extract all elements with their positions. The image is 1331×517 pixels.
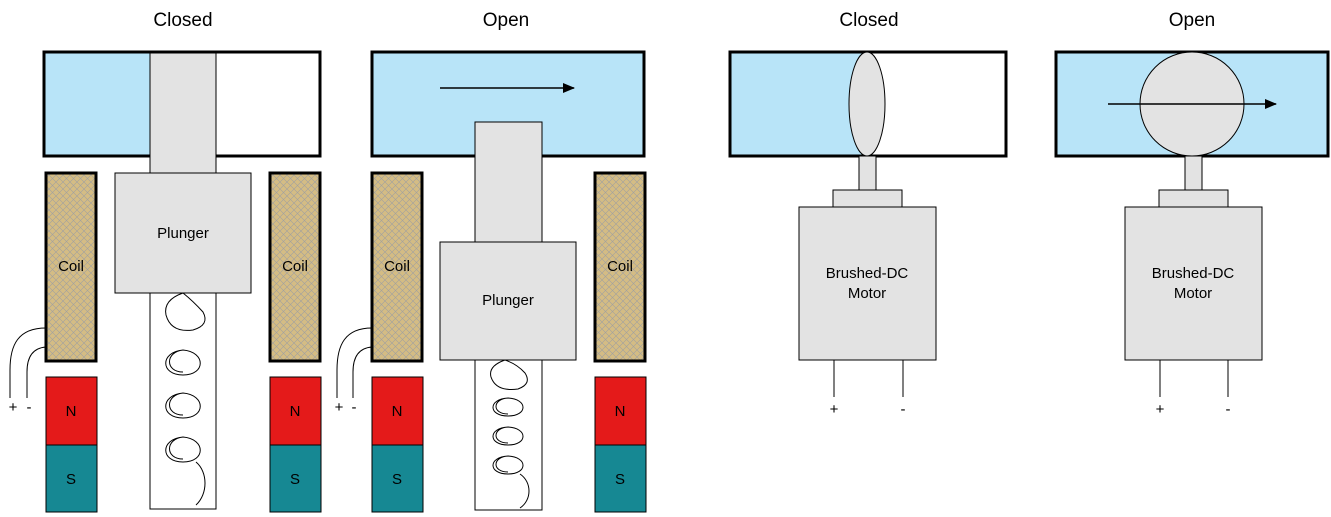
magnet-north xyxy=(594,376,647,446)
magnet-south xyxy=(371,444,424,513)
magnet-right: N S xyxy=(594,376,647,513)
motor-coupling xyxy=(832,189,903,208)
pipe-fluid-left xyxy=(44,52,150,156)
valve-disc-closed xyxy=(848,51,886,157)
plunger-label: Plunger xyxy=(157,225,209,242)
plus-terminal-label: + xyxy=(9,399,18,416)
spring-housing xyxy=(149,292,217,510)
coil-right: Coil xyxy=(593,171,647,363)
solenoid-open-panel: Open Plunger Coil + - xyxy=(335,10,647,513)
motor-open-title: Open xyxy=(1169,10,1215,31)
plunger-head xyxy=(114,172,252,294)
coil-label: Coil xyxy=(384,258,410,275)
magnet-north xyxy=(45,376,98,446)
plunger: Plunger xyxy=(439,121,577,361)
plunger-label: Plunger xyxy=(482,292,534,309)
motor-closed-panel: Closed Brushed-DC Motor + - xyxy=(728,10,1008,418)
plunger: Plunger xyxy=(114,52,252,294)
spring-coil-2 xyxy=(165,349,201,376)
spring-housing xyxy=(474,359,543,511)
coil-label: Coil xyxy=(282,258,308,275)
magnet-left: N S xyxy=(45,376,98,513)
magnet-right: N S xyxy=(269,376,322,513)
spring-tail xyxy=(195,461,206,506)
minus-terminal-label: - xyxy=(901,401,906,418)
minus-terminal-label: - xyxy=(352,399,357,416)
motor-closed-title: Closed xyxy=(839,10,898,31)
spring-tube xyxy=(474,359,543,511)
valve-shaft xyxy=(858,155,877,191)
plus-terminal-label: + xyxy=(1156,401,1165,418)
spring-tube xyxy=(149,292,217,510)
spring-coil-4 xyxy=(165,436,201,463)
motor-label-line1: Brushed-DC xyxy=(1152,265,1235,282)
motor-label-line2: Motor xyxy=(848,285,886,302)
plus-terminal-label: + xyxy=(335,399,344,416)
magnet-north-label: N xyxy=(615,403,626,420)
coil-right: Coil xyxy=(268,171,322,363)
magnet-left: N S xyxy=(371,376,424,513)
plus-terminal-label: + xyxy=(830,401,839,418)
pipe xyxy=(42,50,322,158)
plunger-stem xyxy=(474,121,543,243)
magnet-south xyxy=(269,444,322,513)
magnet-south xyxy=(45,444,98,513)
magnet-south xyxy=(594,444,647,513)
magnet-south-label: S xyxy=(66,471,76,488)
plunger-stem xyxy=(149,52,217,174)
motor-label-line2: Motor xyxy=(1174,285,1212,302)
coil-wire-minus xyxy=(352,346,373,398)
pipe-empty-right xyxy=(867,52,1006,156)
coil-wires: + - xyxy=(335,327,373,416)
motor-coupling xyxy=(1158,189,1229,208)
solenoid-closed-title: Closed xyxy=(153,10,212,31)
magnet-north-label: N xyxy=(66,403,77,420)
magnet-north-label: N xyxy=(392,403,403,420)
pipe-fluid-left xyxy=(730,52,867,156)
solenoid-closed-panel: Closed Plunger Coil + - xyxy=(9,10,322,513)
coil-wire-plus xyxy=(336,327,373,398)
coil-wires: + - xyxy=(9,327,47,416)
magnet-north-label: N xyxy=(290,403,301,420)
motor-label-line1: Brushed-DC xyxy=(826,265,909,282)
spring-coil-3 xyxy=(165,392,201,419)
coil-left: Coil xyxy=(44,171,98,363)
valve-shaft xyxy=(1184,155,1203,191)
spring-coil-4 xyxy=(492,455,524,475)
coil-rect xyxy=(268,171,322,363)
spring-coil-1 xyxy=(490,359,528,390)
spring-coil-1 xyxy=(165,292,206,331)
coil-rect xyxy=(370,171,424,363)
coil-rect xyxy=(44,171,98,363)
coil-wire-minus xyxy=(26,346,47,398)
coil-left: Coil xyxy=(370,171,424,363)
coil-rect xyxy=(593,171,647,363)
coil-label: Coil xyxy=(58,258,84,275)
motor-open-panel: Open Brushed-DC Motor + - xyxy=(1054,10,1330,418)
magnet-south-label: S xyxy=(392,471,402,488)
motor: Brushed-DC Motor xyxy=(1124,206,1263,361)
pipe-empty-right xyxy=(216,52,320,156)
magnet-south-label: S xyxy=(290,471,300,488)
motor-body xyxy=(1124,206,1263,361)
minus-terminal-label: - xyxy=(1226,401,1231,418)
spring-coil-3 xyxy=(492,426,524,446)
minus-terminal-label: - xyxy=(27,399,32,416)
solenoid-open-title: Open xyxy=(483,10,529,31)
coil-wire-plus xyxy=(9,327,47,398)
magnet-north xyxy=(371,376,424,446)
spring-coil-2 xyxy=(492,397,524,417)
motor: Brushed-DC Motor xyxy=(798,206,937,361)
pipe xyxy=(728,50,1008,158)
magnet-south-label: S xyxy=(615,471,625,488)
spring-tail xyxy=(519,473,530,509)
coil-label: Coil xyxy=(607,258,633,275)
plunger-head xyxy=(439,241,577,361)
motor-body xyxy=(798,206,937,361)
